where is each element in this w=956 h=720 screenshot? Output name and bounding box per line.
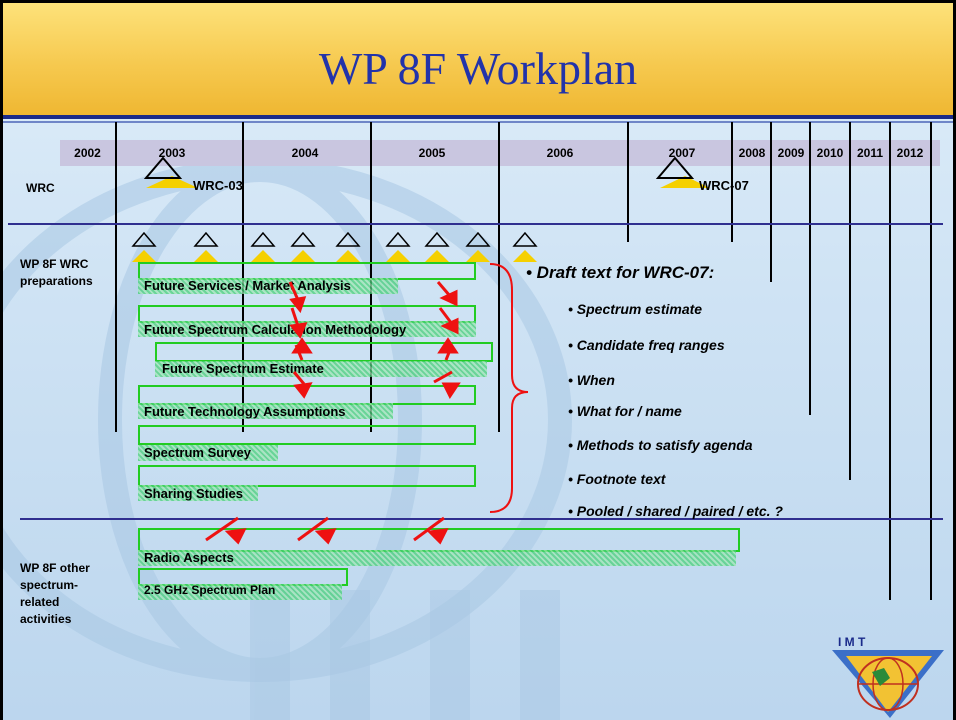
activity-bar-fill [138,278,398,294]
activity-bar-fill [138,321,476,337]
imt-logo: I M T [832,635,944,718]
activity-label: Future Spectrum Estimate [162,361,324,376]
activity-label: Future Technology Assumptions [144,404,346,419]
year-axis-bar [60,140,940,166]
activity-bar-fill [138,485,258,501]
activity-label: 2.5 GHz Spectrum Plan [144,583,276,597]
row-separator [20,518,943,520]
year-divider [731,122,733,242]
draft-item: • What for / name [568,403,682,419]
draft-item: • When [568,372,615,388]
row-label-prep: WP 8F WRC preparations [20,257,93,288]
year-label: 2005 [418,146,446,160]
activity-label: Future Services / Market Analysis [144,278,351,293]
year-divider [370,122,372,432]
year-label: 2010 [816,146,844,160]
activity-bar-fill [138,445,278,461]
activity-bar [138,465,476,487]
draft-item: • Candidate freq ranges [568,337,725,353]
milestone-triangle-icon [146,176,198,188]
draft-item: • Footnote text [568,471,666,487]
year-label: 2006 [546,146,574,160]
brace-icon [489,263,529,513]
row-label-wrc: WRC [26,181,55,195]
title-rule [3,115,953,119]
row-label-other: WP 8F other spectrum-related activities [20,561,90,626]
year-label: 2012 [896,146,924,160]
draft-item: • Pooled / shared / paired / etc. ? [568,503,783,519]
slide-title: WP 8F Workplan [318,43,638,94]
year-divider [242,122,244,432]
year-label: 2004 [291,146,319,160]
activity-label: Sharing Studies [144,486,243,501]
year-label: 2011 [856,146,884,160]
draft-heading: • Draft text for WRC-07: [526,263,715,282]
year-label: 2002 [74,146,101,160]
title-bar [3,3,953,115]
activity-bar-fill [155,361,487,377]
year-divider [627,122,629,242]
milestone-triangle-icon [655,156,695,179]
milestone-triangle-icon [660,176,710,188]
year-divider [770,122,772,282]
year-label: 2008 [738,146,766,160]
year-label: 2003 [158,146,186,160]
title-rule-thin [3,121,953,123]
year-divider [809,122,811,415]
year-divider [849,122,851,480]
frame-left [0,0,3,720]
itu-watermark-graphic [0,158,572,720]
year-divider [889,122,891,600]
activity-label: Radio Aspects [144,550,234,565]
activity-bar-fill [138,550,736,566]
draft-item: • Spectrum estimate [568,301,703,317]
milestone-triangle-icon [143,156,183,179]
activity-bar [138,425,476,445]
year-label: 2009 [777,146,805,160]
milestone-label-wrc07: WRC-07 [699,178,749,193]
activity-bar-fill [138,403,393,419]
activity-bar-fill [138,584,342,600]
year-divider [498,122,500,432]
milestone-label-wrc03: WRC-03 [193,178,243,193]
frame-top [0,0,956,3]
year-divider [930,122,932,600]
frame-right [953,0,956,720]
row-separator [8,223,943,225]
activity-label: Future Spectrum Calculation Methodology [144,322,407,337]
activity-label: Spectrum Survey [144,445,251,460]
logo-text: I M T [838,635,866,649]
year-label: 2007 [668,146,696,160]
draft-item: • Methods to satisfy agenda [568,437,753,453]
year-divider [115,122,117,432]
